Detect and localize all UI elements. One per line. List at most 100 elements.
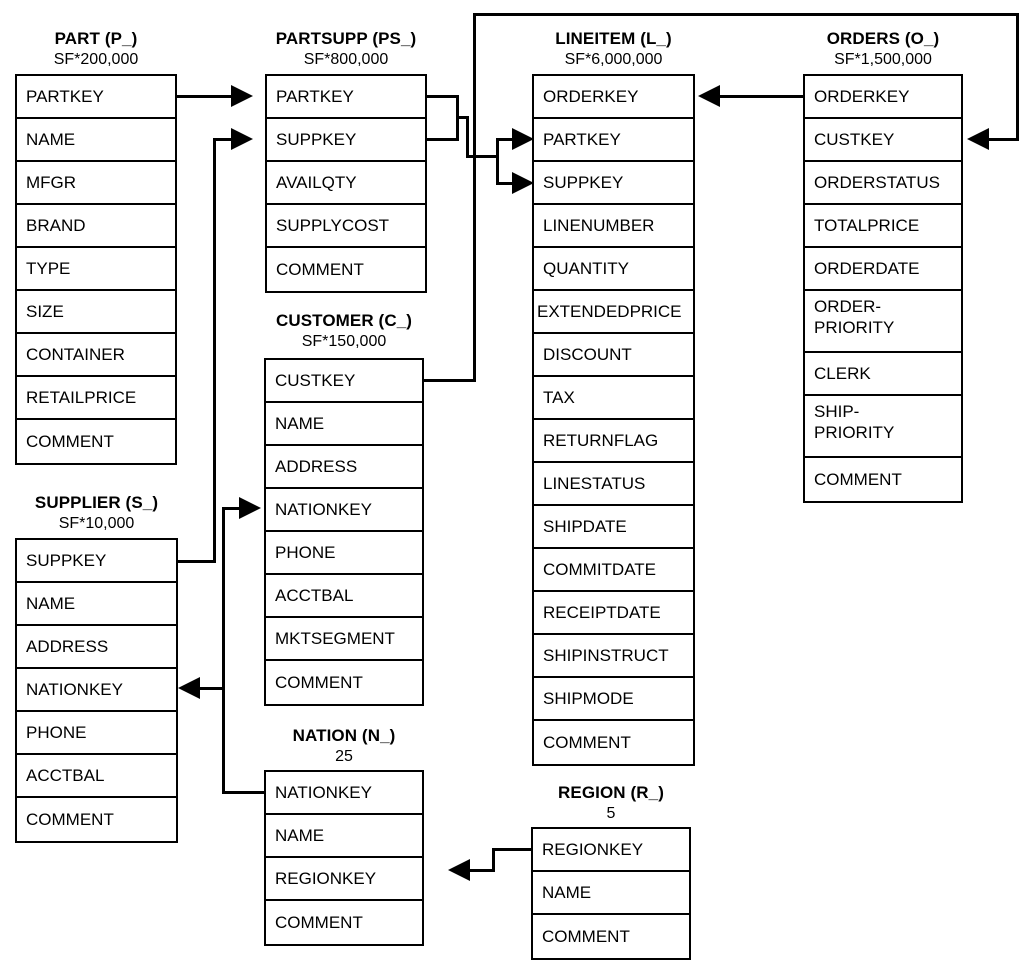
arrowhead-partsupp-suppkey — [231, 128, 253, 150]
field-part-comment[interactable]: COMMENT — [26, 432, 114, 451]
connector-lineitem-split-v — [496, 138, 499, 185]
field-lineitem-suppkey[interactable]: SUPPKEY — [534, 162, 693, 205]
field-customer-mktsegment[interactable]: MKTSEGMENT — [266, 618, 422, 661]
field-supplier-phone[interactable]: PHONE — [17, 712, 176, 755]
field-orders-clerk[interactable]: CLERK — [805, 353, 961, 396]
connector-region-regionkey-h — [492, 848, 533, 851]
field-region-regionkey[interactable]: REGIONKEY — [533, 829, 689, 872]
field-lineitem-extendedprice[interactable]: EXTENDEDPRICE — [534, 291, 693, 334]
entity-partsupp-title: PARTSUPP (PS_) — [275, 29, 417, 48]
field-supplier-comment[interactable]: COMMENT — [26, 810, 114, 829]
entity-nation-title: NATION (N_) — [292, 726, 396, 745]
field-part-name[interactable]: NAME — [17, 119, 175, 162]
connector-region-regionkey-v — [492, 848, 495, 872]
field-nation-comment[interactable]: COMMENT — [275, 913, 363, 932]
field-customer-custkey[interactable]: CUSTKEY — [266, 360, 422, 403]
arrowhead-orders-custkey — [967, 128, 989, 150]
field-lineitem-linenumber[interactable]: LINENUMBER — [534, 205, 693, 248]
entity-orders-cardinality: SF*1,500,000 — [834, 51, 932, 68]
field-nation-name[interactable]: NAME — [266, 815, 422, 858]
connector-supplier-partsupp-h — [213, 138, 233, 141]
entity-supplier-title: SUPPLIER (S_) — [34, 493, 159, 512]
entity-lineitem-cardinality: SF*6,000,000 — [564, 51, 663, 68]
field-partsupp-suppkey[interactable]: SUPPKEY — [267, 119, 425, 162]
field-region-name[interactable]: NAME — [533, 872, 689, 915]
field-supplier-suppkey[interactable]: SUPPKEY — [17, 540, 176, 583]
field-lineitem-receiptdate[interactable]: RECEIPTDATE — [534, 592, 693, 635]
field-part-container[interactable]: CONTAINER — [17, 334, 175, 377]
field-customer-acctbal[interactable]: ACCTBAL — [266, 575, 422, 618]
field-orders-shippriority[interactable]: SHIP- PRIORITY — [805, 396, 961, 458]
field-lineitem-discount[interactable]: DISCOUNT — [534, 334, 693, 377]
entity-partsupp-fields: PARTKEY SUPPKEY AVAILQTY SUPPLYCOST COMM… — [265, 74, 427, 293]
entity-part-fields: PARTKEY NAME MFGR BRAND TYPE SIZE CONTAI… — [15, 74, 177, 465]
field-part-partkey[interactable]: PARTKEY — [17, 76, 175, 119]
field-customer-phone[interactable]: PHONE — [266, 532, 422, 575]
field-customer-nationkey[interactable]: NATIONKEY — [266, 489, 422, 532]
field-nation-nationkey[interactable]: NATIONKEY — [266, 772, 422, 815]
field-part-mfgr[interactable]: MFGR — [17, 162, 175, 205]
field-orders-orderpriority[interactable]: ORDER- PRIORITY — [805, 291, 961, 353]
field-orders-orderstatus[interactable]: ORDERSTATUS — [805, 162, 961, 205]
field-partsupp-supplycost[interactable]: SUPPLYCOST — [267, 205, 425, 248]
field-lineitem-shipdate[interactable]: SHIPDATE — [534, 506, 693, 549]
field-lineitem-shipmode[interactable]: SHIPMODE — [534, 678, 693, 721]
field-lineitem-comment[interactable]: COMMENT — [543, 733, 631, 752]
field-part-type[interactable]: TYPE — [17, 248, 175, 291]
field-nation-regionkey[interactable]: REGIONKEY — [266, 858, 422, 901]
field-lineitem-shipinstruct[interactable]: SHIPINSTRUCT — [534, 635, 693, 678]
connector-supplier-nationkey-h — [200, 687, 224, 690]
field-orders-custkey[interactable]: CUSTKEY — [805, 119, 961, 162]
entity-nation-fields: NATIONKEY NAME REGIONKEY COMMENT — [264, 770, 424, 946]
field-partsupp-partkey[interactable]: PARTKEY — [267, 76, 425, 119]
field-lineitem-commitdate[interactable]: COMMITDATE — [534, 549, 693, 592]
field-customer-name[interactable]: NAME — [266, 403, 422, 446]
field-region-comment[interactable]: COMMENT — [542, 927, 630, 946]
field-lineitem-orderkey[interactable]: ORDERKEY — [534, 76, 693, 119]
field-supplier-nationkey[interactable]: NATIONKEY — [17, 669, 176, 712]
connector-customer-orders-top-h — [473, 13, 1019, 16]
field-supplier-acctbal[interactable]: ACCTBAL — [17, 755, 176, 798]
connector-partsupp-to-split-h — [466, 155, 499, 158]
connector-customer-custkey-h — [424, 379, 476, 382]
entity-lineitem-fields: ORDERKEY PARTKEY SUPPKEY LINENUMBER QUAN… — [532, 74, 695, 766]
field-part-brand[interactable]: BRAND — [17, 205, 175, 248]
field-supplier-address[interactable]: ADDRESS — [17, 626, 176, 669]
entity-nation-cardinality: 25 — [335, 748, 353, 765]
field-lineitem-linestatus[interactable]: LINESTATUS — [534, 463, 693, 506]
field-orders-comment[interactable]: COMMENT — [814, 470, 902, 489]
field-partsupp-availqty[interactable]: AVAILQTY — [267, 162, 425, 205]
connector-customer-custkey-v — [473, 13, 476, 382]
arrowhead-partsupp-partkey — [231, 85, 253, 107]
field-lineitem-quantity[interactable]: QUANTITY — [534, 248, 693, 291]
connector-nation-nationkey-v — [222, 507, 225, 794]
connector-customer-nationkey-h — [222, 507, 242, 510]
field-lineitem-tax[interactable]: TAX — [534, 377, 693, 420]
field-orders-orderkey[interactable]: ORDERKEY — [805, 76, 961, 119]
connector-partsupp-partkey-out — [427, 95, 459, 98]
field-partsupp-comment[interactable]: COMMENT — [276, 260, 364, 279]
entity-partsupp-cardinality: SF*800,000 — [303, 51, 389, 68]
field-customer-comment[interactable]: COMMENT — [275, 673, 363, 692]
field-customer-address[interactable]: ADDRESS — [266, 446, 422, 489]
connector-part-partsupp-h — [177, 95, 233, 98]
field-lineitem-partkey[interactable]: PARTKEY — [534, 119, 693, 162]
entity-supplier-cardinality: SF*10,000 — [58, 515, 135, 532]
field-part-size[interactable]: SIZE — [17, 291, 175, 334]
field-orders-orderdate[interactable]: ORDERDATE — [805, 248, 961, 291]
entity-orders-fields: ORDERKEY CUSTKEY ORDERSTATUS TOTALPRICE … — [803, 74, 963, 503]
entity-customer-title: CUSTOMER (C_) — [275, 311, 413, 330]
arrowhead-supplier-nationkey — [178, 677, 200, 699]
arrowhead-lineitem-orderkey — [698, 85, 720, 107]
entity-part-title: PART (P_) — [54, 29, 138, 48]
connector-partsupp-suppkey-out — [427, 138, 459, 141]
entity-lineitem-title: LINEITEM (L_) — [555, 29, 672, 48]
entity-supplier-fields: SUPPKEY NAME ADDRESS NATIONKEY PHONE ACC… — [15, 538, 178, 843]
field-lineitem-returnflag[interactable]: RETURNFLAG — [534, 420, 693, 463]
entity-region-cardinality: 5 — [606, 805, 616, 822]
field-part-retailprice[interactable]: RETAILPRICE — [17, 377, 175, 420]
entity-customer-fields: CUSTKEY NAME ADDRESS NATIONKEY PHONE ACC… — [264, 358, 424, 706]
field-supplier-name[interactable]: NAME — [17, 583, 176, 626]
field-orders-totalprice[interactable]: TOTALPRICE — [805, 205, 961, 248]
